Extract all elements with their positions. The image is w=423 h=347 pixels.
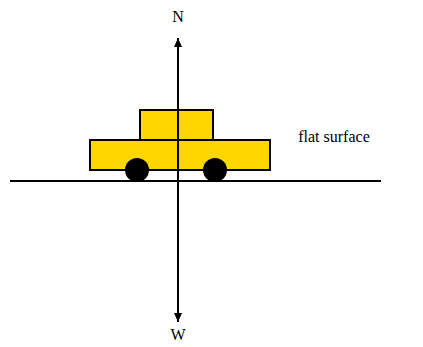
wheel [125, 158, 149, 182]
ground-line [10, 180, 381, 182]
normal-force-arrow [177, 38, 179, 178]
surface-label: flat surface [298, 128, 370, 146]
weight-arrow [177, 178, 179, 322]
force-label: N [172, 8, 184, 26]
car-body [90, 140, 270, 170]
force-label: W [170, 326, 185, 344]
wheel [203, 158, 227, 182]
car-cabin [140, 110, 213, 140]
